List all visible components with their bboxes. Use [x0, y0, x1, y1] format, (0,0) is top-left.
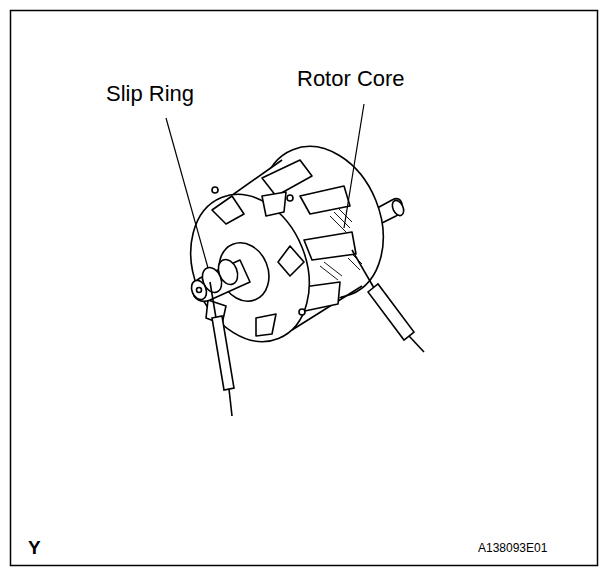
- winding-hatch: [320, 208, 362, 280]
- shaft-end: [189, 278, 209, 302]
- view-letter: Y: [28, 538, 41, 559]
- claw-pole: [212, 196, 244, 224]
- tester-probe: [352, 250, 424, 352]
- figure-code: A138093E01: [478, 542, 547, 555]
- claw-pole: [262, 192, 286, 216]
- claw-pole: [256, 314, 276, 336]
- leader-line: [166, 118, 208, 268]
- rivet: [287, 195, 293, 201]
- figure-frame: [11, 11, 598, 566]
- rivet: [299, 309, 305, 315]
- tester-probe: [210, 282, 234, 416]
- rotor: [170, 128, 406, 359]
- leader-line: [344, 104, 364, 228]
- rivet: [212, 187, 218, 193]
- shaft-end: [390, 199, 406, 218]
- part-label: Slip Ring: [106, 82, 194, 106]
- claw-pole: [300, 186, 350, 214]
- claw-pole: [278, 246, 304, 276]
- part-label: Rotor Core: [297, 67, 405, 91]
- shaft-center: [197, 288, 202, 293]
- claw-pole: [262, 160, 312, 196]
- rotor-front: [170, 177, 331, 360]
- claw-pole: [304, 232, 356, 260]
